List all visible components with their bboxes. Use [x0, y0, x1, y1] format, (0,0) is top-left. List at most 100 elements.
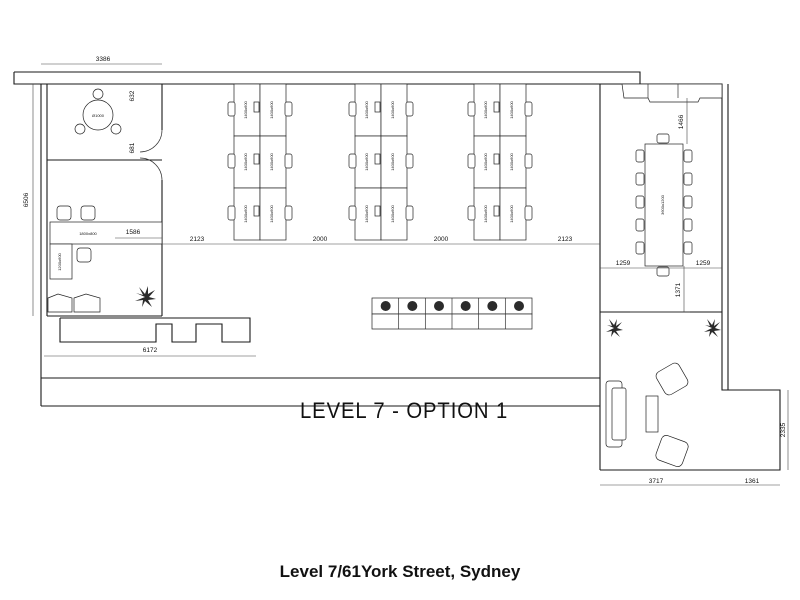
dim-gap-3: 2000	[434, 236, 449, 243]
monitor	[374, 153, 381, 165]
monitor	[253, 101, 260, 113]
chair	[524, 205, 533, 221]
shrub	[434, 301, 444, 311]
chair	[683, 241, 693, 255]
monitor	[374, 101, 381, 113]
chair	[683, 172, 693, 186]
workstation-label: 1400x600	[483, 152, 488, 170]
workstation-pod: 1400x600 1400x600 1400x600 1400x600 1400x600…	[227, 83, 293, 241]
monitor	[374, 205, 381, 217]
dim-left-height: 6506	[23, 192, 30, 207]
chair	[683, 195, 693, 209]
workstation-label: 1400x600	[269, 152, 274, 170]
dim-door-width: 681	[129, 142, 136, 153]
dim-meeting-offset: 632	[129, 90, 136, 101]
lounge	[605, 362, 689, 467]
dim-board-left: 1259	[616, 260, 631, 267]
chair	[348, 101, 357, 117]
chair	[227, 153, 236, 169]
chair	[284, 153, 293, 169]
monitor	[493, 101, 500, 113]
dim-gap-2: 2000	[313, 236, 328, 243]
chair	[284, 205, 293, 221]
shrub	[514, 301, 524, 311]
plant-icon	[606, 319, 623, 337]
chair	[635, 218, 645, 232]
workstation-label: 1400x600	[509, 100, 514, 118]
workstation-desk	[380, 83, 408, 137]
chair	[656, 133, 670, 144]
manager-office: 1800x800 1200x600	[47, 205, 163, 313]
dim-lounge-height: 2335	[780, 422, 787, 437]
chair	[524, 101, 533, 117]
chair	[635, 149, 645, 163]
return-desk-label: 1200x600	[57, 252, 62, 270]
workstation-label: 1400x600	[509, 152, 514, 170]
dim-board-right: 1259	[696, 260, 711, 267]
address-caption: Level 7/61York Street, Sydney	[279, 562, 521, 581]
chair	[467, 153, 476, 169]
workstation-label: 1400x600	[509, 204, 514, 222]
chair	[467, 101, 476, 117]
shrub	[487, 301, 498, 311]
chair	[348, 205, 357, 221]
chair	[467, 205, 476, 221]
workstation-label: 1400x600	[390, 204, 395, 222]
dim-reception-width: 6172	[143, 347, 158, 354]
workstation-desk	[380, 135, 408, 189]
chair	[405, 101, 414, 117]
dim-office-desk: 1586	[126, 229, 141, 236]
chair	[524, 153, 533, 169]
workstation-desk	[380, 187, 408, 241]
workstation-label: 1400x600	[364, 204, 369, 222]
chair	[348, 153, 357, 169]
shrub	[407, 301, 418, 311]
workstation-label: 1400x600	[269, 204, 274, 222]
dim-meeting-width: 3386	[96, 56, 111, 63]
chair	[284, 101, 293, 117]
workstation-desk	[499, 83, 527, 137]
workstation-pod: 1400x600 1400x600 1400x600 1400x600 1400x600…	[467, 83, 533, 241]
plant-icon	[704, 319, 721, 337]
workstation-label: 1400x600	[243, 100, 248, 118]
chair	[635, 195, 645, 209]
chair	[635, 172, 645, 186]
workstation-label: 1400x600	[364, 152, 369, 170]
chair	[227, 205, 236, 221]
chair	[683, 149, 693, 163]
shrub	[380, 301, 391, 311]
monitor	[493, 205, 500, 217]
planter-boxes	[371, 297, 533, 330]
chair	[683, 218, 693, 232]
workstation-label: 1400x600	[390, 152, 395, 170]
chair	[405, 205, 414, 221]
boardroom: 3600x1200	[600, 83, 723, 313]
round-table-set: Ø1000	[74, 88, 122, 135]
workstation-desk	[499, 187, 527, 241]
plan-title: LEVEL 7 - OPTION 1	[300, 398, 509, 423]
chair	[635, 241, 645, 255]
chair	[405, 153, 414, 169]
plant-icon	[135, 286, 156, 307]
workstation-label: 1400x600	[483, 100, 488, 118]
dim-lounge-width: 3717	[649, 478, 664, 485]
workstation-label: 1400x600	[269, 100, 274, 118]
dim-lounge-ext: 1361	[745, 478, 760, 485]
chair	[227, 101, 236, 117]
workstation-label: 1400x600	[243, 204, 248, 222]
left-rooms	[47, 84, 251, 343]
shrub	[460, 301, 471, 311]
dim-gap-1: 2123	[190, 236, 205, 243]
workstation-pod: 1400x600 1400x600 1400x600 1400x600 1400x600…	[348, 83, 414, 241]
workstation-pods: 1400x600 1400x600 1400x600 1400x600 1400x600…	[227, 83, 533, 241]
round-table-label: Ø1000	[92, 113, 105, 118]
office-desk-label: 1800x800	[79, 231, 97, 236]
dim-board-gap: 1371	[675, 282, 682, 297]
dim-board-offset: 1466	[678, 114, 685, 129]
monitor	[253, 153, 260, 165]
workstation-label: 1400x600	[390, 100, 395, 118]
dimension-lines: 3386 632 681 6506 1586 6172 2123 2000 20…	[23, 56, 789, 486]
monitor	[493, 153, 500, 165]
workstation-label: 1400x600	[243, 152, 248, 170]
